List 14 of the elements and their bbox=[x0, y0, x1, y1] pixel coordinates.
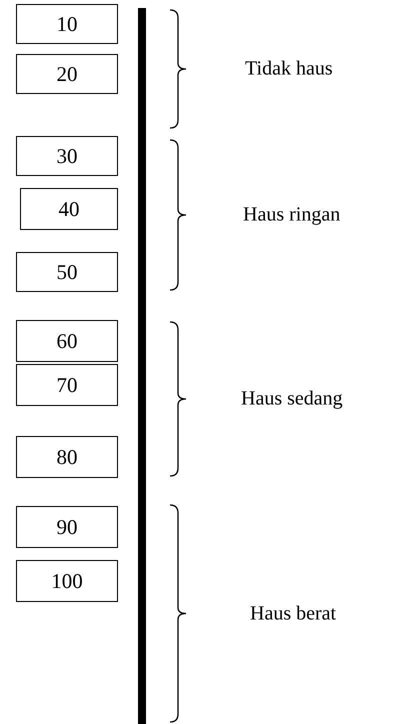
number-box: 60 bbox=[16, 320, 118, 362]
category-label: Tidak haus bbox=[245, 58, 333, 80]
category-label: Haus ringan bbox=[243, 204, 340, 226]
number-box: 80 bbox=[16, 436, 118, 478]
number-box: 90 bbox=[16, 506, 118, 548]
number-box: 50 bbox=[16, 252, 118, 292]
number-box: 100 bbox=[16, 560, 118, 602]
number-box: 20 bbox=[16, 54, 118, 94]
number-box: 10 bbox=[16, 4, 118, 44]
number-box: 70 bbox=[16, 364, 118, 406]
number-box: 30 bbox=[16, 136, 118, 176]
category-label: Haus sedang bbox=[241, 388, 343, 410]
number-box: 40 bbox=[20, 188, 118, 230]
category-label: Haus berat bbox=[250, 602, 336, 625]
